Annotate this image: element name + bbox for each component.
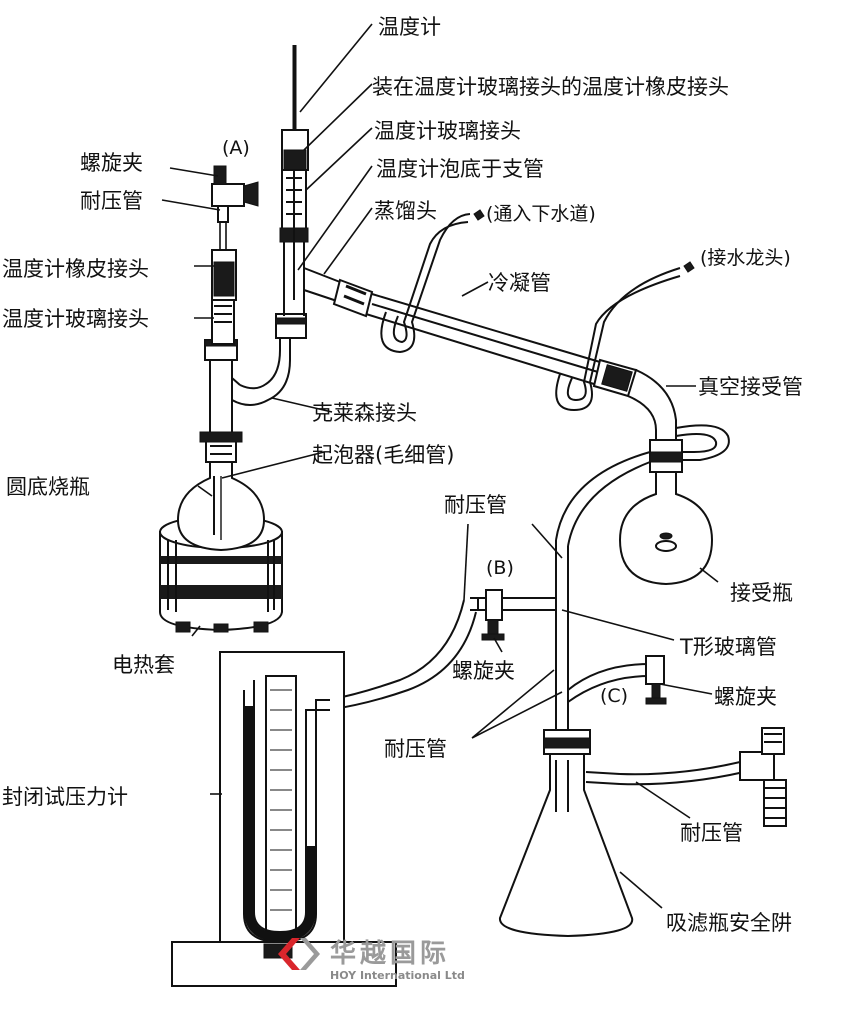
label-screw-clamp-b: 螺旋夹 (452, 659, 515, 683)
thermometer-assembly (279, 45, 309, 316)
watermark-cn: 华越国际 (330, 938, 450, 969)
round-bottom-flask (176, 431, 266, 552)
label-to-tap: (接水龙头) (700, 247, 791, 269)
safety-trap-flask (499, 727, 787, 938)
label-manometer: 封闭试压力计 (2, 785, 128, 809)
label-pressure-tube-a: 耐压管 (80, 189, 143, 213)
label-receiver-flask: 接受瓶 (730, 581, 793, 605)
label-pressure-tube-b: 耐压管 (444, 493, 507, 517)
label-round-flask: 圆底烧瓶 (6, 475, 90, 499)
label-screw-clamp-c: 螺旋夹 (714, 685, 777, 709)
label-pressure-tube-c: 耐压管 (384, 737, 447, 761)
watermark-en: HOY International Ltd (330, 969, 465, 982)
label-thermo-bulb-below-branch: 温度计泡底于支管 (376, 157, 544, 181)
label-pressure-tube-d: 耐压管 (680, 821, 743, 845)
vacuum-adapter (592, 358, 730, 473)
label-screw-clamp-a: 螺旋夹 (80, 151, 143, 175)
watermark-logo: 华越国际 HOY International Ltd (278, 938, 465, 982)
label-marker-b: (B) (486, 557, 514, 579)
claisen-adapter (204, 313, 307, 432)
label-condenser: 冷凝管 (488, 271, 551, 295)
label-marker-a: (A) (222, 137, 250, 159)
label-marker-c: (C) (600, 685, 628, 707)
label-t-tube: T形玻璃管 (679, 635, 777, 659)
leader-lines (161, 23, 719, 909)
label-heating-mantle: 电热套 (112, 653, 175, 677)
label-thermometer: 温度计 (378, 15, 441, 39)
label-bubbler: 起泡器(毛细管) (312, 443, 454, 467)
pressure-tubing (327, 451, 667, 760)
label-thermo-rubber-on-glass: 装在温度计玻璃接头的温度计橡皮接头 (372, 75, 729, 99)
condenser (303, 209, 695, 412)
left-neck-assembly (211, 165, 259, 345)
label-vacuum-adapter: 真空接受管 (698, 375, 803, 399)
label-distill-head: 蒸馏头 (374, 199, 437, 223)
label-claisen-adapter: 克莱森接头 (312, 401, 417, 425)
label-safety-flask: 吸滤瓶安全阱 (666, 911, 792, 935)
label-thermo-glass-left: 温度计玻璃接头 (2, 307, 149, 331)
receiver-flask (618, 471, 714, 586)
label-thermo-rubber-left: 温度计橡皮接头 (2, 257, 149, 281)
closed-manometer (171, 651, 397, 987)
label-to-drain: (通入下水道) (486, 203, 596, 225)
labels: 温度计 装在温度计玻璃接头的温度计橡皮接头 温度计玻璃接头 温度计泡底于支管 蒸… (2, 15, 803, 935)
label-thermo-glass-joint-top: 温度计玻璃接头 (374, 119, 521, 143)
